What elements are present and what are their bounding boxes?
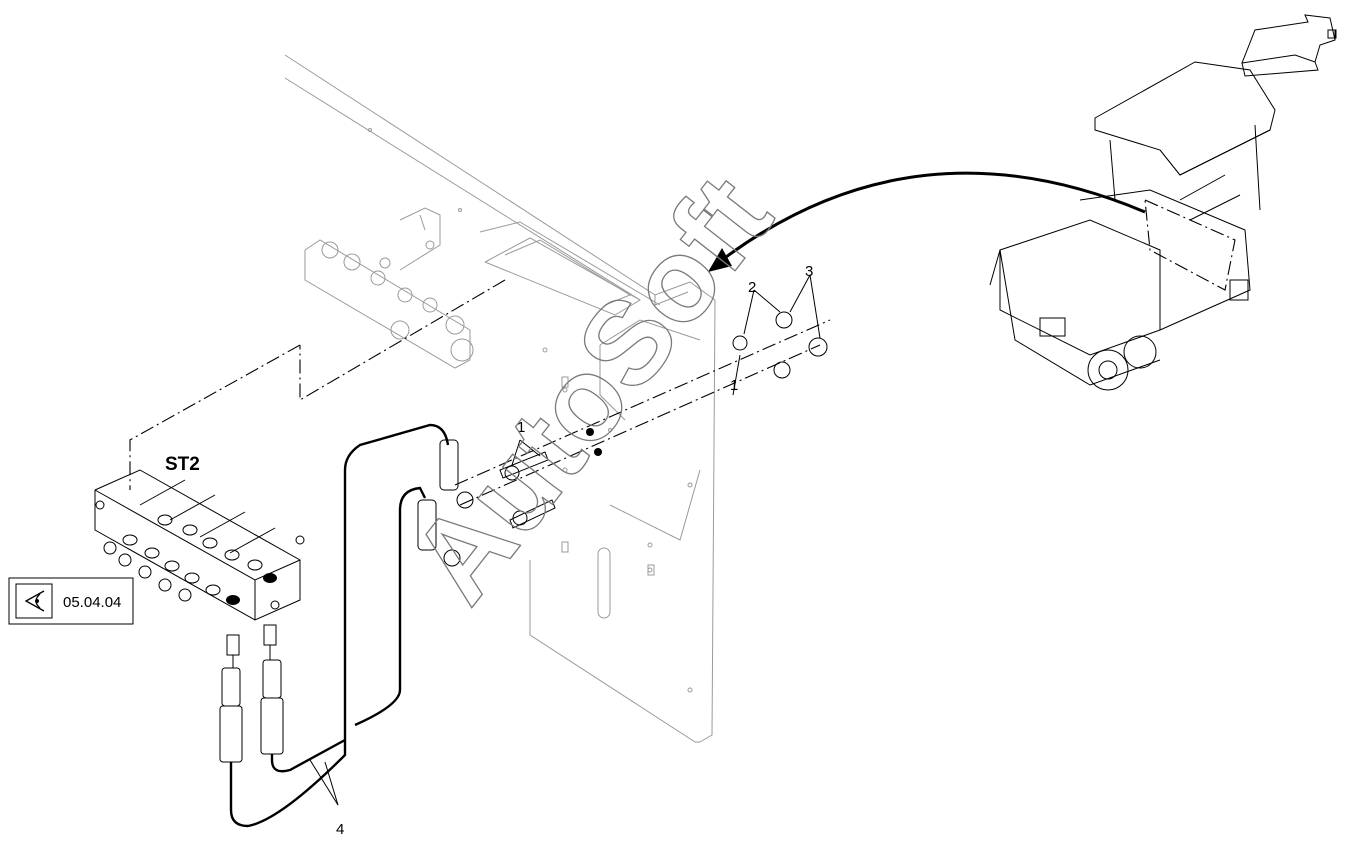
callouts: 1 1 2 3 4 xyxy=(336,263,813,838)
reference-lines xyxy=(129,199,1236,506)
location-arrow xyxy=(708,171,1146,272)
valve-block-st2: ST2 xyxy=(94,454,305,621)
view-reference-code: 05.04.04 xyxy=(63,594,121,611)
callout-2: 2 xyxy=(748,279,756,296)
valve-block-label: ST2 xyxy=(165,454,200,475)
view-reference-box[interactable]: 05.04.04 xyxy=(8,577,134,625)
frame-plate xyxy=(284,54,716,743)
nuts xyxy=(732,274,828,396)
callout-1-left: 1 xyxy=(517,419,525,436)
callout-3: 3 xyxy=(805,263,813,280)
callout-4: 4 xyxy=(336,821,344,838)
ghost-manifold xyxy=(304,207,474,369)
eye-icon xyxy=(24,590,45,612)
hose-fittings xyxy=(219,624,284,763)
hoses xyxy=(229,423,450,828)
callout-1-center: 1 xyxy=(730,377,738,394)
view-direction-arrow xyxy=(1241,14,1337,77)
adapter-fittings xyxy=(417,428,602,567)
paver-overview xyxy=(989,61,1276,391)
